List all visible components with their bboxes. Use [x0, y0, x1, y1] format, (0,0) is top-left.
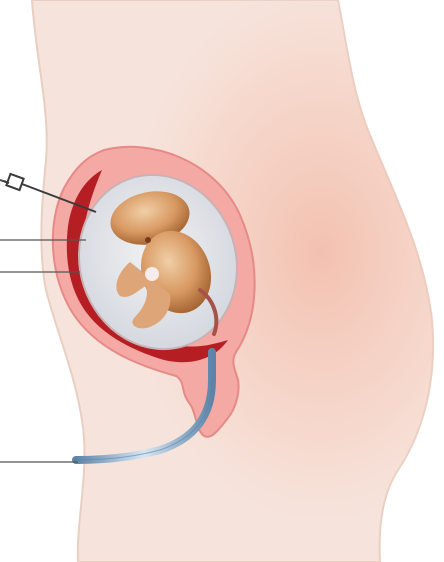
fetus-hand: [145, 267, 159, 281]
fetus-eye: [145, 237, 151, 243]
